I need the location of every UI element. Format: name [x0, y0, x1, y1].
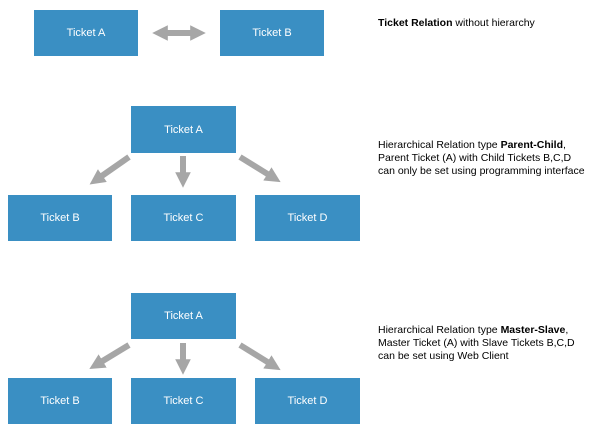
caption-prefix: Hierarchical Relation type — [378, 324, 501, 336]
caption-comma: , — [565, 324, 569, 336]
master-ticket-a-box: Ticket A — [131, 293, 236, 339]
relation-caption: Ticket Relation without hierarchy — [378, 17, 535, 30]
slave-ticket-b-box: Ticket B — [8, 378, 112, 424]
slave-ticket-c-label: Ticket C — [163, 395, 204, 407]
parent-child-caption-line3: can only be set using programming interf… — [378, 165, 585, 177]
caption-prefix: Hierarchical Relation type — [378, 139, 501, 151]
caption-bold-term: Ticket Relation — [378, 17, 453, 29]
arrow-a-to-d — [238, 154, 281, 183]
slave-ticket-d-label: Ticket D — [287, 395, 328, 407]
master-slave-caption-line1: Hierarchical Relation type Master-Slave, — [378, 324, 575, 337]
caption-comma: , — [562, 139, 566, 151]
parent-ticket-a-label: Ticket A — [164, 123, 203, 136]
child-ticket-b-label: Ticket B — [40, 212, 80, 224]
parent-ticket-a-box: Ticket A — [131, 106, 236, 153]
master-slave-caption: Hierarchical Relation type Master-Slave,… — [378, 324, 575, 363]
parent-child-caption-line1: Hierarchical Relation type Parent-Child, — [378, 139, 585, 152]
ticket-a-box: Ticket A — [34, 10, 138, 56]
arrow-master-to-b — [89, 342, 131, 370]
master-ticket-a-label: Ticket A — [164, 310, 203, 322]
master-slave-caption-line2: Master Ticket (A) with Slave Tickets B,C… — [378, 337, 575, 349]
slave-ticket-c-box: Ticket C — [131, 378, 236, 424]
child-ticket-d-box: Ticket D — [255, 195, 360, 241]
caption-text: without hierarchy — [452, 17, 535, 29]
ticket-b-label: Ticket B — [252, 27, 292, 39]
master-slave-caption-line3: can be set using Web Client — [378, 350, 509, 362]
child-ticket-d-label: Ticket D — [287, 212, 328, 224]
caption-bold-term: Parent-Child — [500, 139, 563, 151]
slave-ticket-b-label: Ticket B — [40, 395, 80, 407]
ticket-a-label: Ticket A — [66, 27, 106, 39]
caption-bold-term: Master-Slave — [500, 324, 566, 336]
arrow-master-to-d — [238, 342, 281, 371]
ticket-b-box: Ticket B — [220, 10, 324, 56]
slave-ticket-d-box: Ticket D — [255, 378, 360, 424]
child-ticket-c-box: Ticket C — [131, 195, 236, 241]
arrow-a-to-b — [89, 154, 131, 185]
child-ticket-c-label: Ticket C — [163, 212, 204, 224]
child-ticket-b-box: Ticket B — [8, 195, 112, 241]
parent-child-caption-line2: Parent Ticket (A) with Child Tickets B,C… — [378, 152, 572, 164]
parent-child-caption: Hierarchical Relation type Parent-Child,… — [378, 139, 585, 178]
